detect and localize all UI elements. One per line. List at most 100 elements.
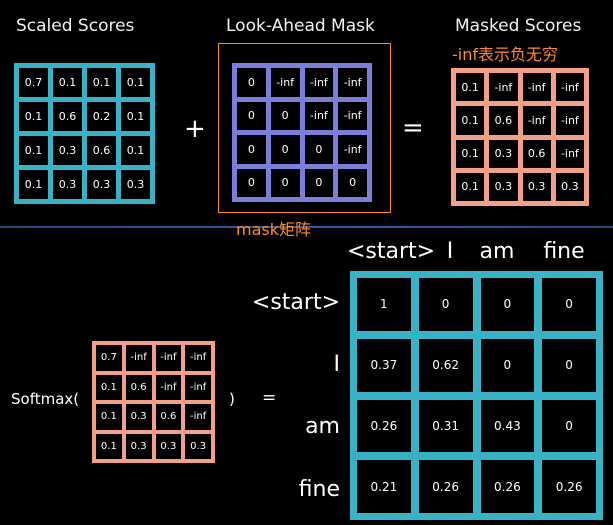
masked-scores-cell: 0.6 <box>489 106 518 135</box>
scaled-scores-cell: 0.1 <box>87 68 116 97</box>
scaled-scores-cell: 0.1 <box>19 170 48 199</box>
col-label-i: I <box>446 239 454 264</box>
masked-scores-title: Masked Scores <box>455 16 582 36</box>
softmax-input-cell: -inf <box>185 404 211 430</box>
softmax-input-cell: 0.1 <box>96 404 122 430</box>
attention-weight-cell: 0 <box>480 338 535 392</box>
masked-scores-cell: 0.3 <box>555 172 584 201</box>
attention-weight-cell: 0 <box>542 278 596 331</box>
mask-cell: -inf <box>304 101 334 130</box>
mask-cell: 0 <box>270 101 300 130</box>
col-label-am: am <box>479 239 515 264</box>
equals-operator-bottom: = <box>262 388 277 408</box>
row-label-fine: fine <box>298 477 340 502</box>
mask-matrix-annotation: mask矩阵 <box>236 220 311 239</box>
softmax-input-cell: 0.1 <box>96 374 122 400</box>
mask-cell: 0 <box>304 168 334 197</box>
masked-scores-cell: -inf <box>522 73 551 102</box>
mask-cell: -inf <box>338 101 367 130</box>
attention-weight-cell: 0.26 <box>418 460 473 513</box>
look-ahead-mask-title: Look-Ahead Mask <box>226 16 375 36</box>
plus-operator: + <box>184 114 206 144</box>
scaled-scores-cell: 0.1 <box>121 136 150 165</box>
attention-weight-cell: 0.26 <box>480 460 535 513</box>
masked-scores-cell: 0.3 <box>489 139 518 168</box>
masked-scores-cell: 0.1 <box>456 139 485 168</box>
neg-inf-annotation: -inf表示负无穷 <box>452 45 558 64</box>
attention-weight-cell: 0 <box>418 278 473 331</box>
attention-weight-cell: 1 <box>357 278 411 331</box>
scaled-scores-cell: 0.3 <box>121 170 150 199</box>
scaled-scores-cell: 0.1 <box>121 68 150 97</box>
mask-cell: 0 <box>338 168 367 197</box>
masked-scores-cell: 0.1 <box>456 106 485 135</box>
attention-weight-cell: 0 <box>542 338 596 392</box>
mask-cell: 0 <box>237 68 266 97</box>
row-label-am: am <box>305 414 340 439</box>
softmax-input-cell: -inf <box>185 374 211 400</box>
softmax-input-cell: -inf <box>125 345 152 371</box>
scaled-scores-cell: 0.7 <box>19 68 48 97</box>
mask-cell: 0 <box>237 168 266 197</box>
softmax-input-cell: -inf <box>155 374 182 400</box>
col-label-start: <start> <box>346 239 436 264</box>
scaled-scores-cell: 0.1 <box>53 68 82 97</box>
masked-scores-cell: 0.3 <box>489 172 518 201</box>
softmax-label: Softmax( <box>11 390 80 408</box>
softmax-input-cell: -inf <box>155 345 182 371</box>
softmax-input-cell: -inf <box>185 345 211 371</box>
attention-weight-cell: 0.43 <box>480 399 535 453</box>
attention-weight-cell: 0 <box>542 399 596 453</box>
scaled-scores-cell: 0.3 <box>53 136 82 165</box>
scaled-scores-cell: 0.2 <box>87 102 116 131</box>
masked-scores-cell: 0.1 <box>456 172 485 201</box>
softmax-input-cell: 0.3 <box>125 404 152 430</box>
scaled-scores-cell: 0.1 <box>19 102 48 131</box>
scaled-scores-cell: 0.3 <box>87 170 116 199</box>
mask-highlight-box <box>218 43 391 213</box>
masked-scores-cell: 0.6 <box>522 139 551 168</box>
mask-cell: -inf <box>304 68 334 97</box>
softmax-input-cell: 0.7 <box>96 345 122 371</box>
scaled-scores-cell: 0.6 <box>87 136 116 165</box>
scaled-scores-cell: 0.1 <box>19 136 48 165</box>
mask-cell: 0 <box>304 135 334 164</box>
scaled-scores-title: Scaled Scores <box>16 16 135 36</box>
scaled-scores-cell: 0.3 <box>53 170 82 199</box>
row-label-start: <start> <box>251 290 340 315</box>
row-label-i: I <box>333 352 341 377</box>
equals-operator-top: = <box>402 113 424 143</box>
masked-scores-cell: 0.1 <box>456 73 485 102</box>
softmax-input-cell: 0.1 <box>96 433 122 459</box>
softmax-input-cell: 0.3 <box>155 433 182 459</box>
masked-scores-cell: -inf <box>555 106 584 135</box>
softmax-input-cell: 0.3 <box>185 433 211 459</box>
attention-weight-cell: 0.62 <box>418 338 473 392</box>
mask-cell: 0 <box>270 135 300 164</box>
softmax-input-cell: 0.3 <box>125 433 152 459</box>
masked-scores-cell: 0.3 <box>522 172 551 201</box>
softmax-input-cell: 0.6 <box>155 404 182 430</box>
attention-weight-cell: 0.21 <box>357 460 411 513</box>
mask-cell: 0 <box>237 135 266 164</box>
mask-cell: -inf <box>338 68 367 97</box>
col-label-fine: fine <box>543 239 585 264</box>
attention-weight-cell: 0.37 <box>357 338 411 392</box>
mask-cell: -inf <box>270 68 300 97</box>
attention-weight-cell: 0.26 <box>542 460 596 513</box>
attention-weight-cell: 0 <box>480 278 535 331</box>
attention-weight-cell: 0.26 <box>357 399 411 453</box>
masked-scores-cell: -inf <box>555 73 584 102</box>
mask-cell: -inf <box>338 135 367 164</box>
mask-cell: 0 <box>270 168 300 197</box>
softmax-close-paren: ) <box>229 390 235 408</box>
section-divider <box>0 226 613 228</box>
scaled-scores-cell: 0.6 <box>53 102 82 131</box>
softmax-input-cell: 0.6 <box>125 374 152 400</box>
masked-scores-cell: -inf <box>522 106 551 135</box>
